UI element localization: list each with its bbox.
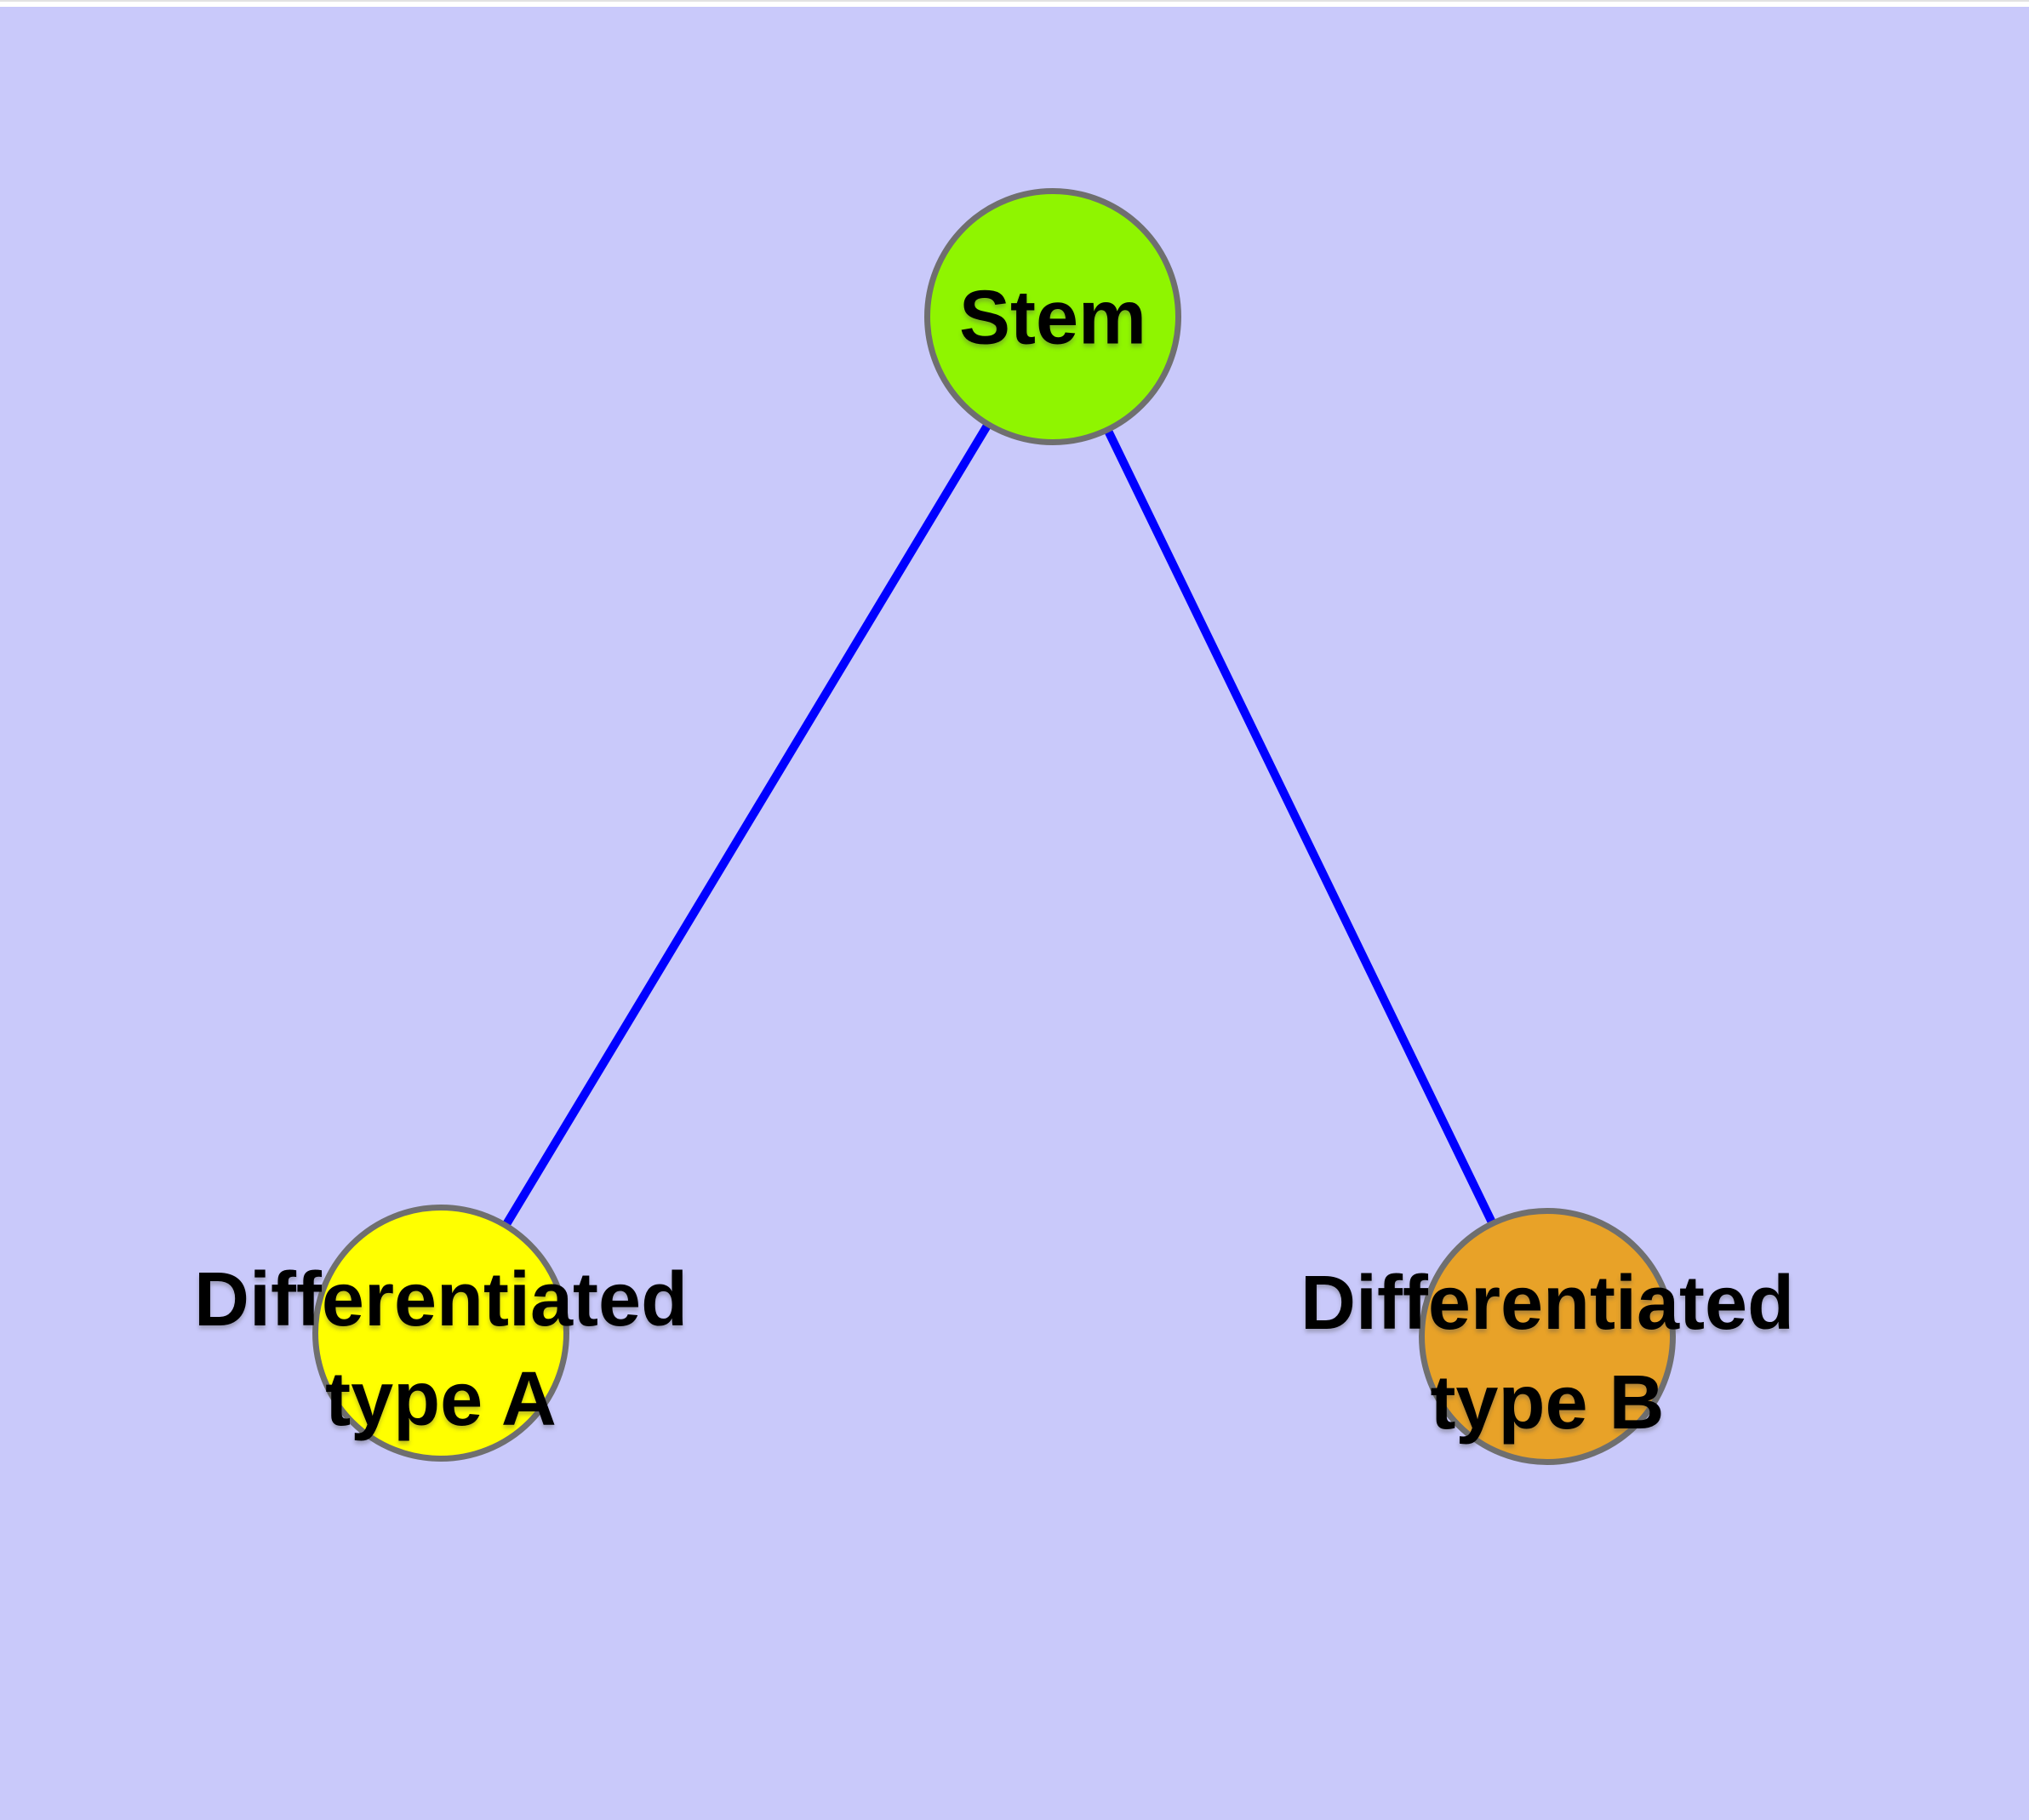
node-stem-label-line: Stem <box>958 275 1147 361</box>
node-type-a-label-line-2: type A <box>325 1357 557 1442</box>
node-type-b-label: Differentiated type B <box>1300 1254 1794 1453</box>
node-type-b-circle <box>1419 1208 1676 1465</box>
node-type-b-label-line-2: type B <box>1430 1360 1665 1445</box>
node-type-a-label: Differentiated type A <box>194 1251 688 1450</box>
node-type-a-label-line-1: Differentiated <box>193 1257 689 1342</box>
edge-stem-to-type-a <box>437 314 1057 1336</box>
top-margin <box>0 0 2029 7</box>
edge-stem-to-type-b <box>1049 314 1552 1339</box>
node-type-b-label-line-1: Differentiated <box>1300 1261 1795 1346</box>
node-stem-label: Stem <box>959 269 1146 369</box>
node-stem-circle <box>924 188 1181 445</box>
node-type-a-circle <box>312 1205 569 1462</box>
